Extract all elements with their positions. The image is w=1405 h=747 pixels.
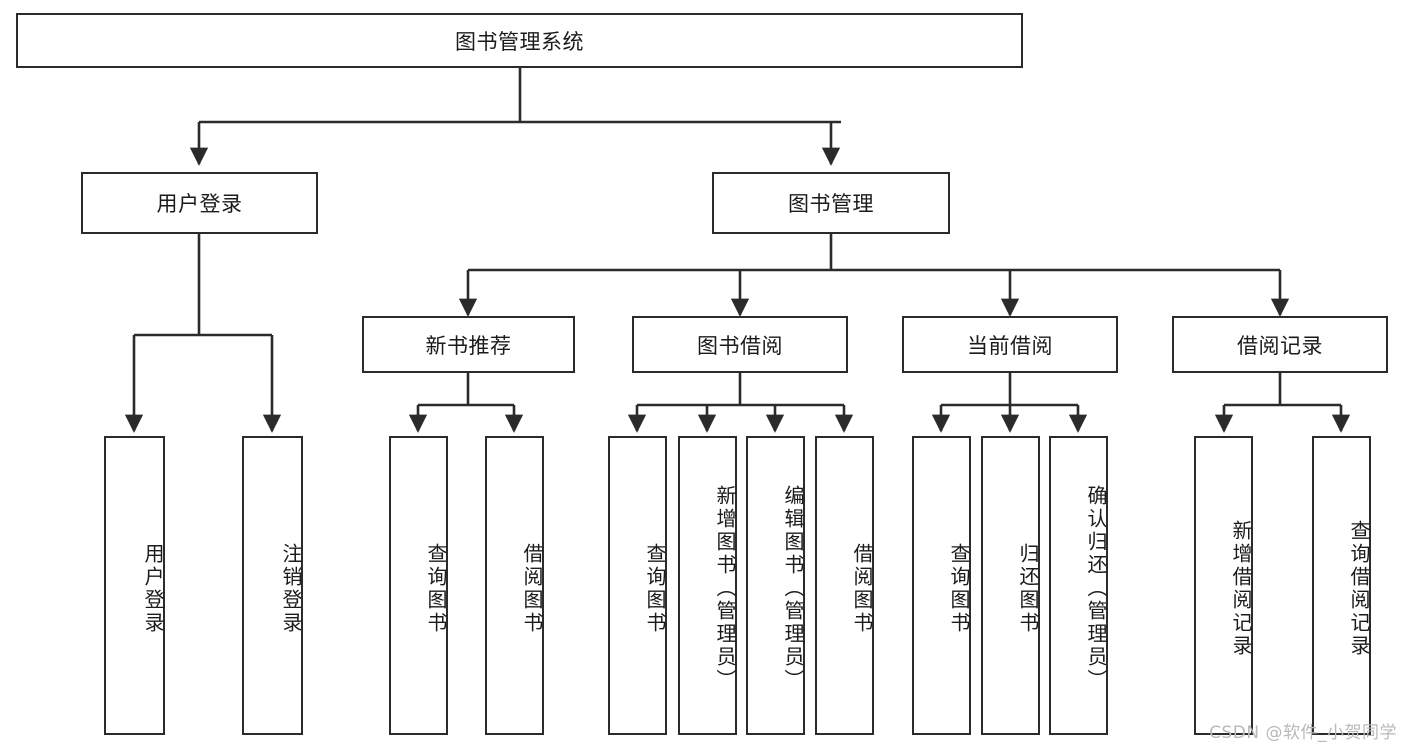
node-label: 借阅图书 — [520, 542, 544, 635]
node-label: 查询图书 — [947, 542, 971, 635]
node-label: 注销登录 — [279, 542, 303, 635]
node-label: 借阅图书 — [850, 542, 874, 635]
leaf-current-query-book[interactable]: 查询图书 — [912, 436, 971, 735]
node-label: 归还图书 — [1016, 542, 1040, 635]
leaf-borrow-add-book-admin[interactable]: 新增图书（管理员） — [678, 436, 737, 735]
node-label: 查询图书 — [643, 542, 667, 635]
node-label: 当前借阅 — [967, 333, 1053, 358]
node-label: 用户登录 — [141, 542, 165, 635]
leaf-current-return-book[interactable]: 归还图书 — [981, 436, 1040, 735]
node-book-borrow[interactable]: 图书借阅 — [632, 316, 848, 373]
node-label: 新书推荐 — [425, 333, 512, 358]
node-root-system[interactable]: 图书管理系统 — [16, 13, 1023, 68]
node-current-borrow[interactable]: 当前借阅 — [902, 316, 1118, 373]
leaf-new-books-borrow[interactable]: 借阅图书 — [485, 436, 544, 735]
leaf-borrow-borrow-book[interactable]: 借阅图书 — [815, 436, 874, 735]
csdn-watermark: CSDN @软件_小贺同学 — [1209, 723, 1397, 743]
node-label: 图书借阅 — [697, 333, 783, 358]
node-label: 用户登录 — [156, 192, 243, 216]
leaf-user-login-logout[interactable]: 注销登录 — [242, 436, 303, 735]
node-label: 新增借阅记录 — [1229, 519, 1253, 658]
node-label: 查询借阅记录 — [1347, 519, 1371, 658]
node-book-management[interactable]: 图书管理 — [712, 172, 950, 234]
node-label: 查询图书 — [424, 542, 448, 635]
node-label: 借阅记录 — [1237, 333, 1323, 358]
node-borrow-records[interactable]: 借阅记录 — [1172, 316, 1388, 373]
node-new-book-recommend[interactable]: 新书推荐 — [362, 316, 575, 373]
leaf-borrow-query-book[interactable]: 查询图书 — [608, 436, 667, 735]
leaf-new-books-query[interactable]: 查询图书 — [389, 436, 448, 735]
node-label: 新增图书（管理员） — [713, 485, 737, 692]
node-label: 图书管理 — [788, 192, 874, 216]
node-label: 编辑图书（管理员） — [781, 485, 805, 692]
leaf-records-query-record[interactable]: 查询借阅记录 — [1312, 436, 1371, 735]
node-label: 图书管理系统 — [455, 29, 584, 54]
leaf-current-confirm-return-admin[interactable]: 确认归还（管理员） — [1049, 436, 1108, 735]
node-label: 确认归还（管理员） — [1084, 485, 1108, 692]
leaf-records-add-record[interactable]: 新增借阅记录 — [1194, 436, 1253, 735]
leaf-user-login-login[interactable]: 用户登录 — [104, 436, 165, 735]
leaf-borrow-edit-book-admin[interactable]: 编辑图书（管理员） — [746, 436, 805, 735]
node-user-login[interactable]: 用户登录 — [81, 172, 318, 234]
